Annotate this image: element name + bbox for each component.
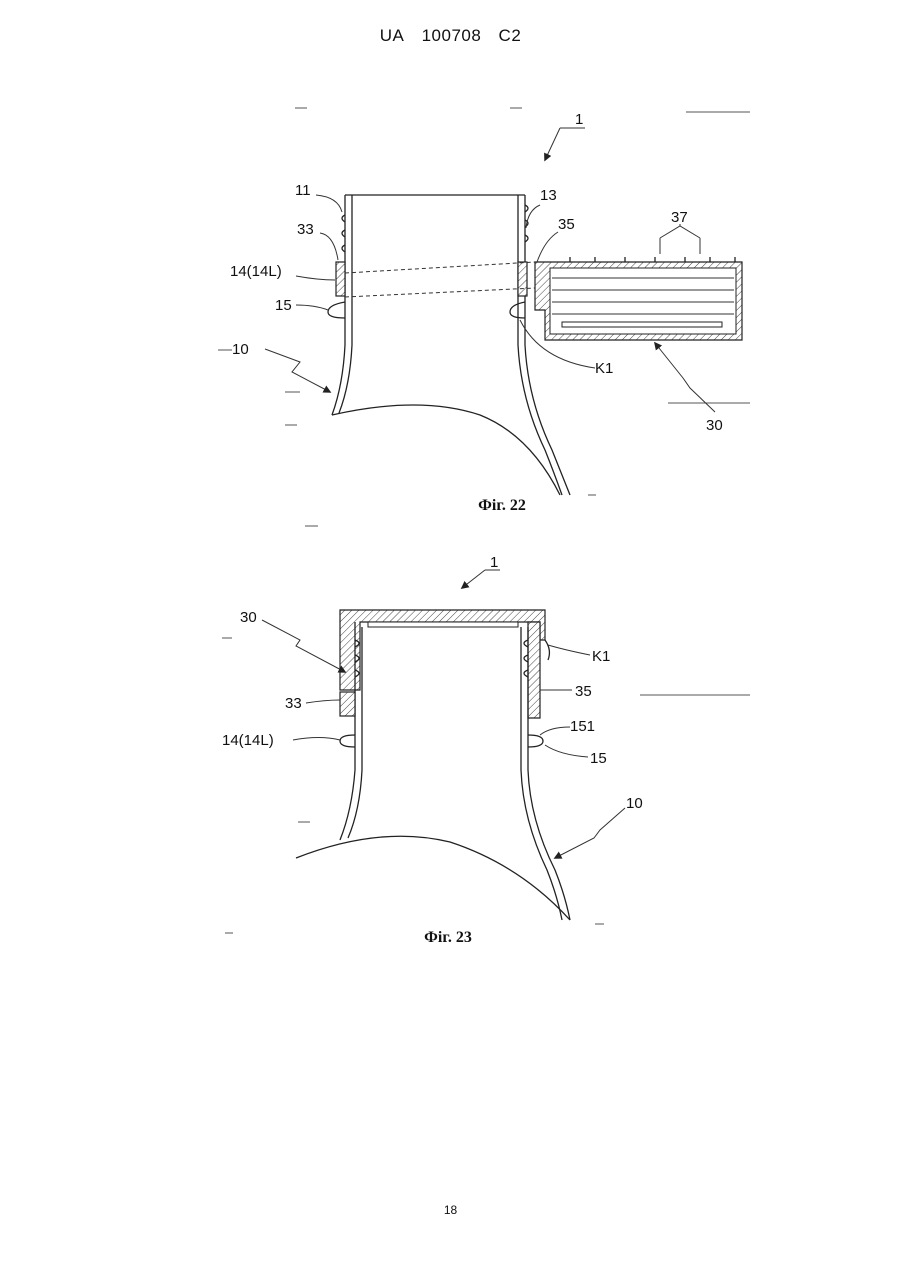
fig23-caption: Фіг. 23 (424, 929, 472, 946)
fig23-label-33: 33 (285, 695, 302, 712)
page-number: 18 (0, 1203, 901, 1217)
fig23-label-1: 1 (490, 554, 498, 571)
fig22-label-33: 33 (297, 221, 314, 238)
fig22-label-35: 35 (558, 216, 575, 233)
fig23-label-35: 35 (575, 683, 592, 700)
fig23-label-10: 10 (626, 795, 643, 812)
fig22-label-13: 13 (540, 187, 557, 204)
fig23-label-30: 30 (240, 609, 257, 626)
fig22-label-K1: K1 (595, 360, 613, 377)
fig23-label-151: 151 (570, 718, 595, 735)
fig22-label-30: 30 (706, 417, 723, 434)
fig23-label-15: 15 (590, 750, 607, 767)
fig22-label-14: 14(14L) (230, 263, 282, 280)
fig22-caption: Фіг. 22 (478, 497, 526, 514)
fig22-label-10: 10 (232, 341, 249, 358)
fig22-label-37: 37 (671, 209, 688, 226)
figure-23: 1 30 K1 33 35 14(14L) 151 15 10 Фіг. 23 (222, 554, 750, 946)
figure-22: 1 11 13 33 35 37 14(14L) 15 10 K1 30 Фіг… (218, 108, 750, 526)
fig22-label-1: 1 (575, 111, 583, 128)
fig22-label-11: 11 (295, 182, 311, 199)
fig22-label-15: 15 (275, 297, 292, 314)
fig23-label-14: 14(14L) (222, 732, 274, 749)
fig23-label-K1: K1 (592, 648, 610, 665)
